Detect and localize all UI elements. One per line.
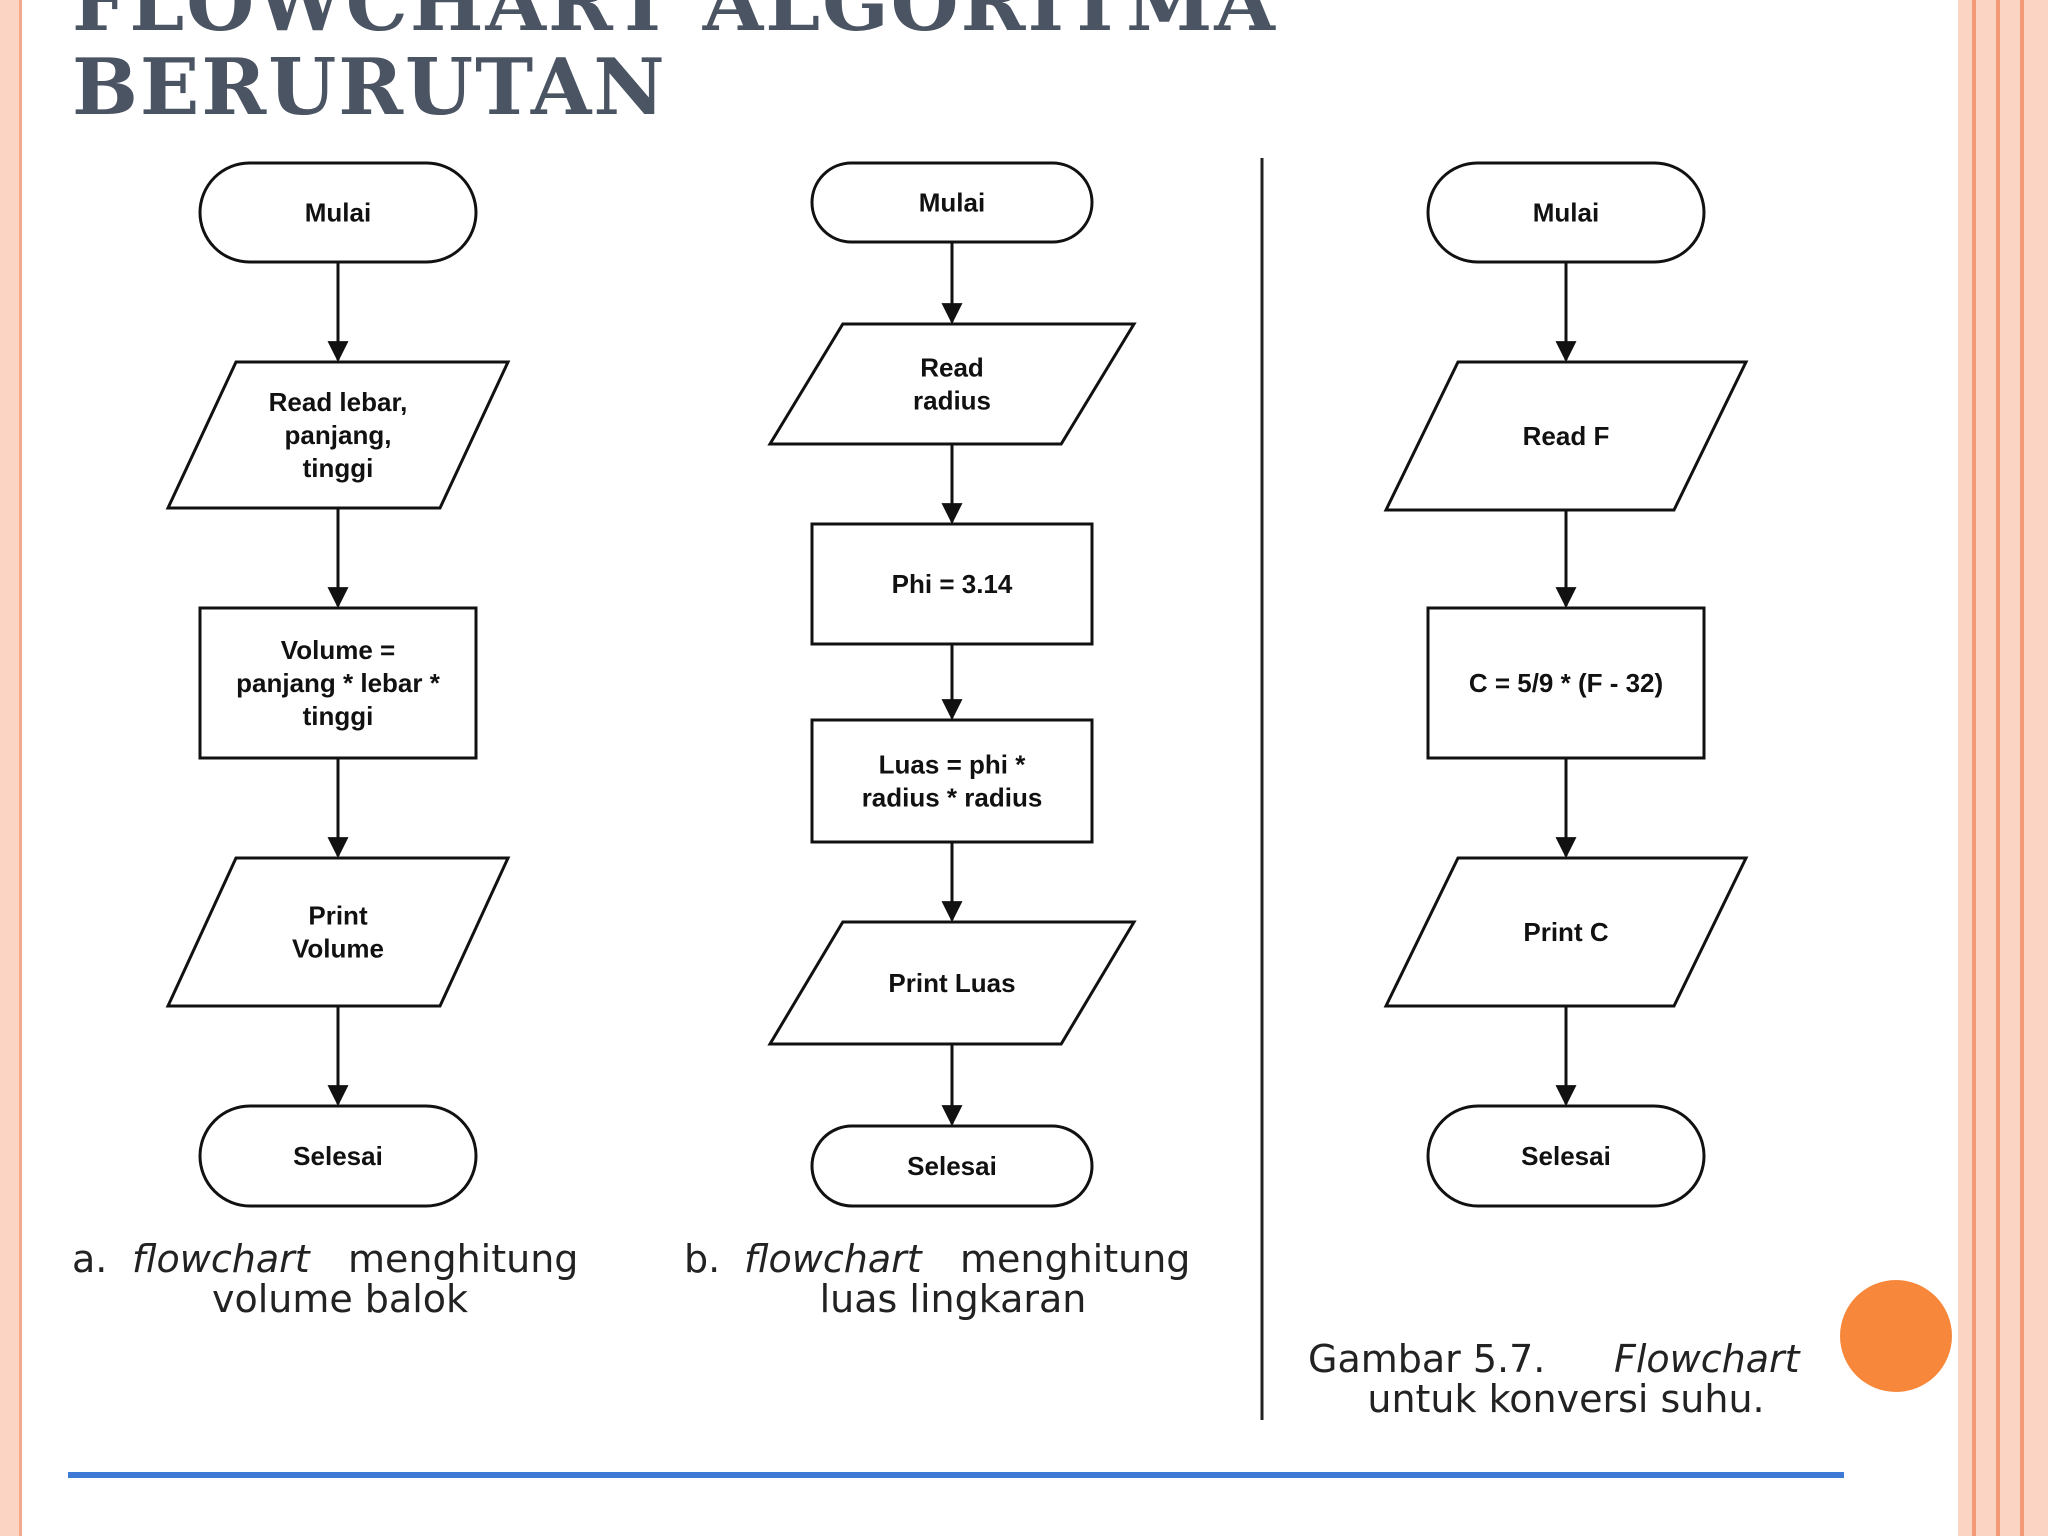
- caption-prefix: b.: [684, 1237, 720, 1281]
- io-node: [767, 920, 1137, 1046]
- process-node: [810, 718, 1094, 844]
- bottom-rule: [68, 1472, 1844, 1478]
- node-label: tinggi: [303, 453, 374, 483]
- terminator-node: [810, 1124, 1094, 1208]
- node-label: radius: [913, 386, 991, 416]
- caption-prefix: a.: [72, 1237, 107, 1281]
- left-decorative-border: [0, 0, 22, 1536]
- caption-line-2: untuk konversi suhu.: [1367, 1377, 1764, 1421]
- caption-line-2: volume balok: [212, 1277, 468, 1321]
- process-node: [810, 522, 1094, 646]
- io-node: [1383, 856, 1749, 1008]
- node-label: Read: [920, 353, 984, 383]
- node-label: Print Luas: [888, 968, 1015, 998]
- caption-line-1: b. flowchart menghitung: [684, 1237, 1190, 1281]
- node-label: Volume: [292, 934, 384, 964]
- node-label: tinggi: [303, 701, 374, 731]
- node-label: radius * radius: [862, 783, 1043, 813]
- node-label: C = 5/9 * (F - 32): [1469, 668, 1663, 698]
- io-node: [767, 322, 1137, 446]
- decorative-orange-circle: [1840, 1280, 1952, 1392]
- terminator-node: [198, 1104, 478, 1208]
- slide-title-line-1: FLOWCHART ALGORITMA: [72, 0, 1277, 49]
- process-node: [1426, 606, 1706, 760]
- node-label: Selesai: [907, 1151, 997, 1181]
- io-node: [1383, 360, 1749, 512]
- caption-rest: menghitung: [960, 1237, 1190, 1281]
- right-decorative-border: [1958, 0, 2048, 1536]
- node-label: Print C: [1523, 917, 1608, 947]
- terminator-node: [1426, 1104, 1706, 1208]
- node-label: Volume =: [281, 635, 395, 665]
- caption-line-1: Gambar 5.7. Flowchart: [1308, 1337, 1802, 1381]
- caption-italic: flowchart: [744, 1237, 924, 1281]
- node-label: Luas = phi *: [879, 750, 1027, 780]
- node-label: Read F: [1523, 421, 1610, 451]
- io-node: [165, 360, 511, 510]
- caption-line-1: a. flowchart menghitung: [72, 1237, 578, 1281]
- border-stripe: [2020, 0, 2024, 1536]
- node-label: Selesai: [1521, 1141, 1611, 1171]
- node-label: Mulai: [305, 198, 371, 228]
- node-label: Read lebar,: [269, 387, 408, 417]
- caption-italic: Flowchart: [1614, 1337, 1802, 1381]
- caption-line-2: luas lingkaran: [820, 1277, 1087, 1321]
- io-node: [165, 856, 511, 1008]
- node-label: Selesai: [293, 1141, 383, 1171]
- slide-title-line-2: BERURUTAN: [72, 42, 667, 133]
- border-stripe: [1972, 0, 1976, 1536]
- node-label: Mulai: [919, 188, 985, 218]
- border-stripe: [1996, 0, 2000, 1536]
- node-label: Print: [308, 901, 368, 931]
- caption-rest: menghitung: [348, 1237, 578, 1281]
- node-label: Phi = 3.14: [892, 569, 1013, 599]
- process-node: [198, 606, 478, 760]
- slide-title: FLOWCHART ALGORITMA BERURUTAN: [72, 0, 1277, 130]
- caption-prefix: Gambar 5.7.: [1308, 1337, 1545, 1381]
- node-label: panjang,: [285, 420, 392, 450]
- node-label: panjang * lebar *: [236, 668, 441, 698]
- caption-italic: flowchart: [132, 1237, 312, 1281]
- node-label: Mulai: [1533, 198, 1599, 228]
